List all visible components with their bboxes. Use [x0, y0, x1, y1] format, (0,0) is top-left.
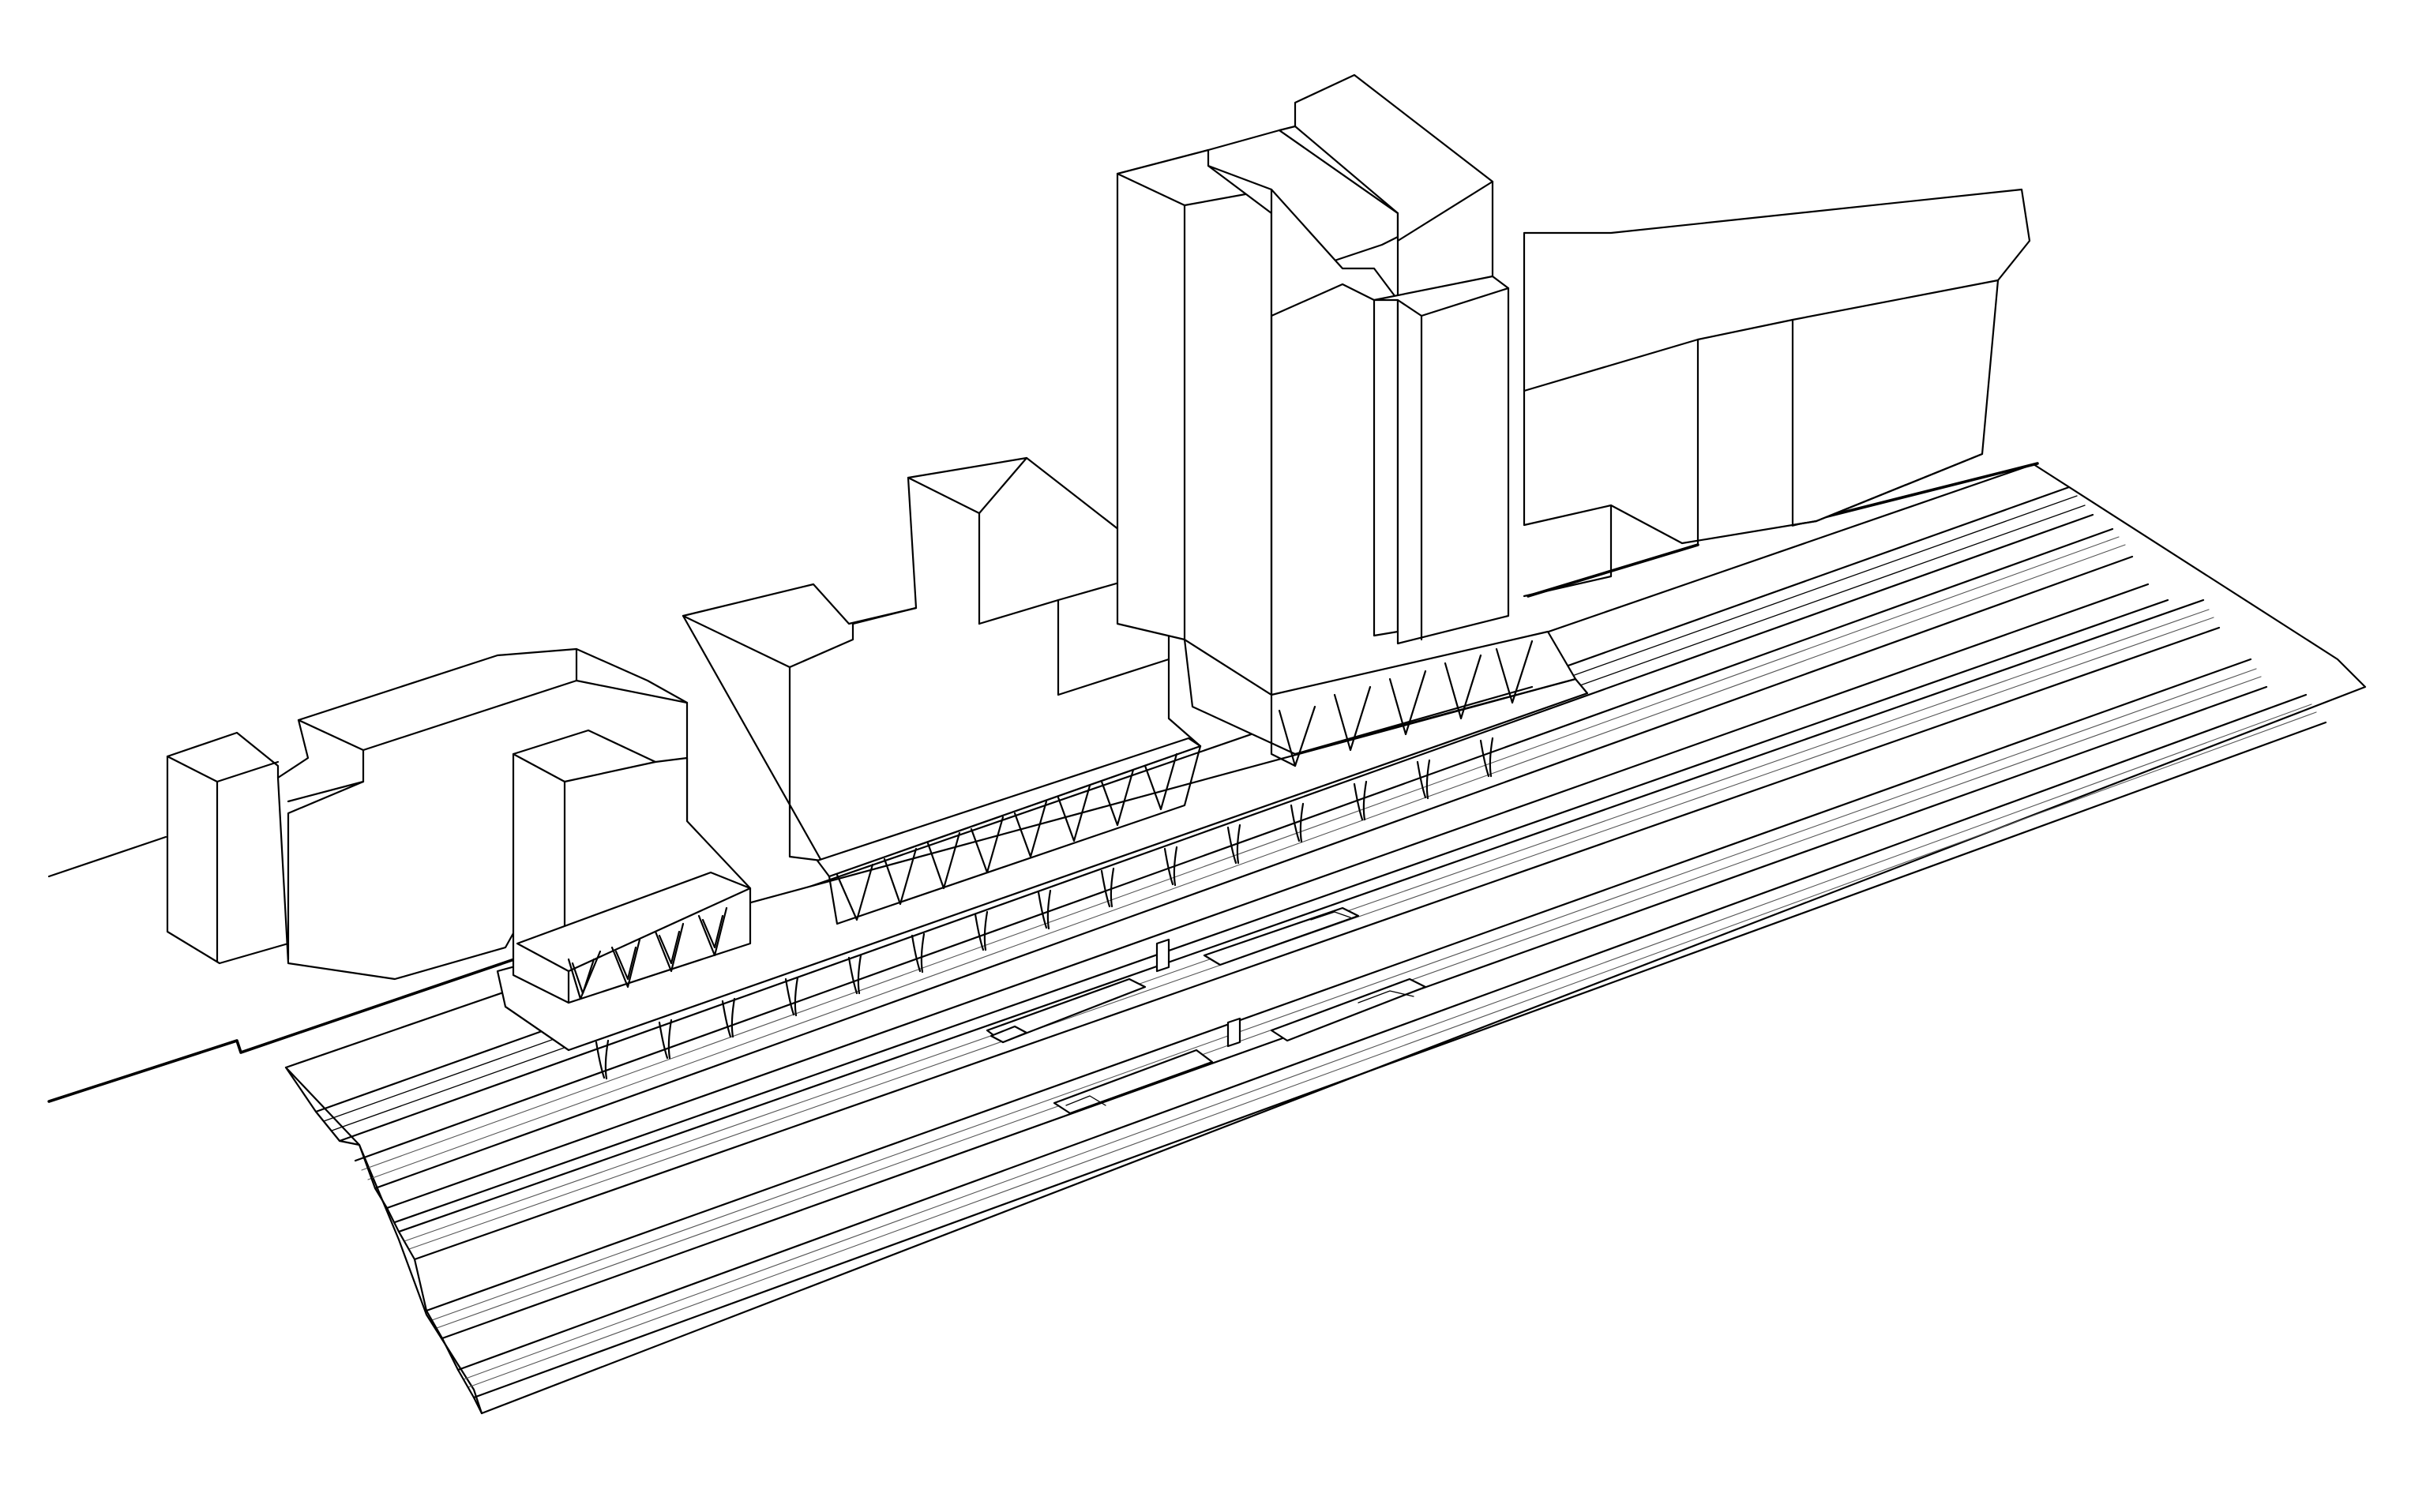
platform-shelters — [1155, 938, 1241, 1048]
residential-tower — [1116, 73, 1510, 696]
v-truss-structure — [595, 737, 1494, 1080]
existing-building-east — [1523, 188, 2031, 598]
station-platforms — [986, 906, 1427, 1115]
